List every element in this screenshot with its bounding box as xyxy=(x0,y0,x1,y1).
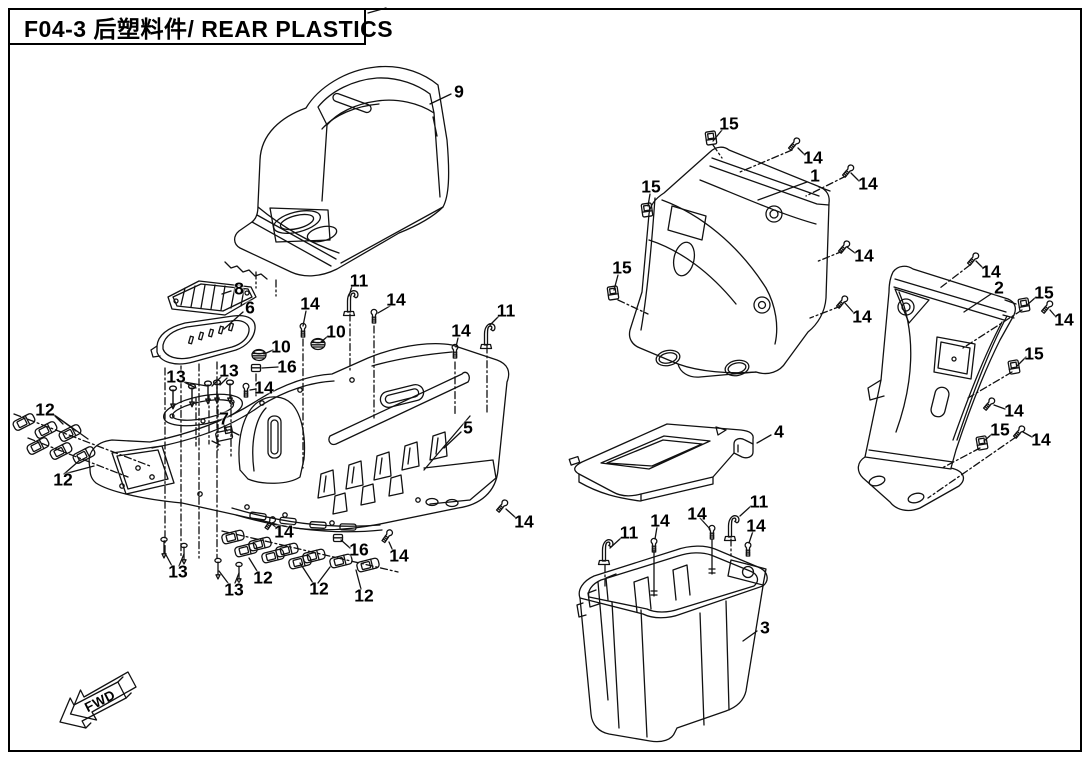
projection-lines xyxy=(13,144,1023,587)
hardware-fasteners xyxy=(11,130,1055,584)
part-5-rear-console-body xyxy=(88,343,510,533)
part-3-storage-box xyxy=(576,545,768,743)
fwd-direction-arrow xyxy=(59,671,137,729)
part-6-shift-panel xyxy=(150,314,256,365)
long-bolt-shafts xyxy=(653,538,713,597)
part-7-bracket xyxy=(211,425,240,446)
part-9-console-cover xyxy=(224,65,450,280)
part-2-side-panel xyxy=(857,265,1017,512)
part-1-rear-panel xyxy=(628,146,831,378)
leader-lines xyxy=(52,93,1057,642)
bolt-thread-ticks xyxy=(650,568,716,596)
console-vent-fins xyxy=(317,431,448,515)
page-title: F04-3 后塑料件/ REAR PLASTICS xyxy=(24,15,394,42)
part-4-storage-lid xyxy=(568,423,754,502)
gasket-bracket xyxy=(162,393,244,427)
brand-logo xyxy=(332,92,372,114)
part-8-access-cover xyxy=(167,280,257,316)
title-box: F04-3 后塑料件/ REAR PLASTICS xyxy=(8,8,393,45)
